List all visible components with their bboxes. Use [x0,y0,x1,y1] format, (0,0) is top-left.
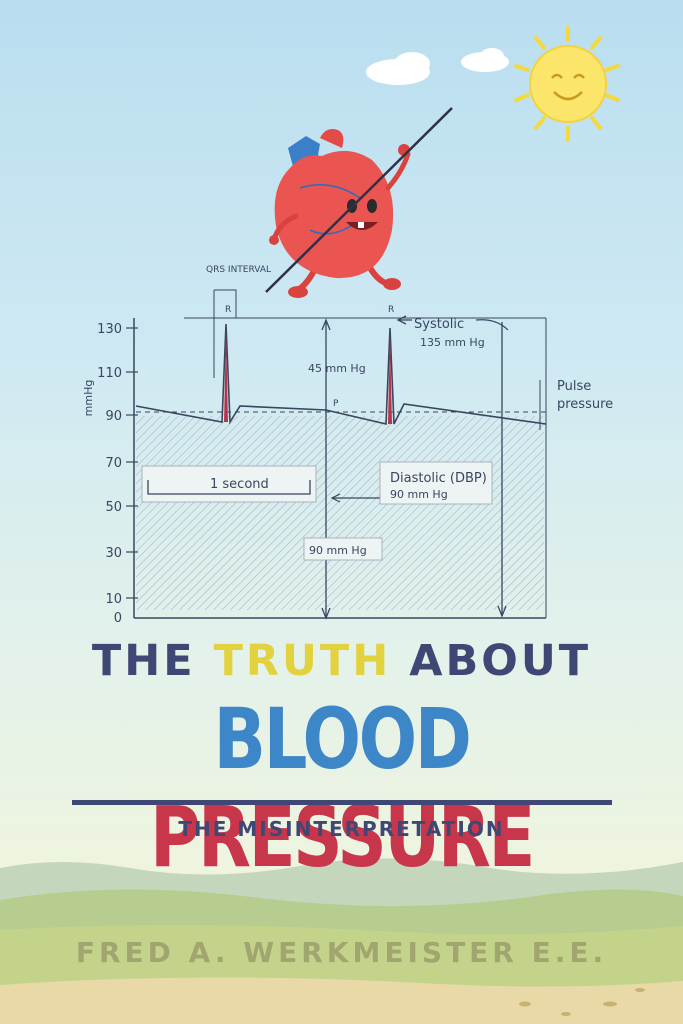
y-tick: 50 [105,500,122,515]
subtitle: THE MISINTERPRETATION [178,817,505,841]
r-label: R [225,305,231,315]
y-tick: 90 [105,409,122,424]
y-tick: 30 [105,546,122,561]
baseline-value: 90 mm Hg [309,544,367,557]
r-label: R [388,305,394,315]
title-word: THE [91,636,214,686]
y-tick: 70 [105,456,122,471]
title-blood: BLOOD [213,690,472,788]
bp-diagram: 130 110 90 70 50 30 10 0 mmHg QRS INTERV… [82,265,613,626]
landscape [0,858,683,1024]
sun-icon [514,26,620,142]
author-name: FRED A. WERKMEISTER E.E. [75,936,608,969]
y-tick: 0 [114,611,122,626]
pulse-pressure-label: Pulse [557,379,591,394]
systolic-value: 135 mm Hg [420,336,485,349]
heart-mascot [269,129,411,298]
systolic-label: Systolic [414,317,464,332]
title-line-2: BLOOD PRESSURE [61,690,621,886]
y-tick: 110 [97,366,122,381]
pulse-pressure-label: pressure [557,397,613,412]
p-label: P [333,399,339,409]
title-line-1: THE TRUTH ABOUT [0,636,683,686]
title-highlight: TRUTH [213,636,392,686]
one-second-label: 1 second [210,477,269,492]
pulse-diff-value: 45 mm Hg [308,362,366,375]
diastolic-label: Diastolic (DBP) [390,471,487,486]
pole-line [265,107,453,293]
title-word: ABOUT [391,636,592,686]
y-tick: 10 [105,592,122,607]
y-axis-label: mmHg [82,380,95,417]
qrs-label: QRS INTERVAL [206,265,271,275]
title-divider [72,800,612,805]
cloud-icon [366,48,509,85]
diastolic-value: 90 mm Hg [390,488,448,501]
y-tick: 130 [97,322,122,337]
